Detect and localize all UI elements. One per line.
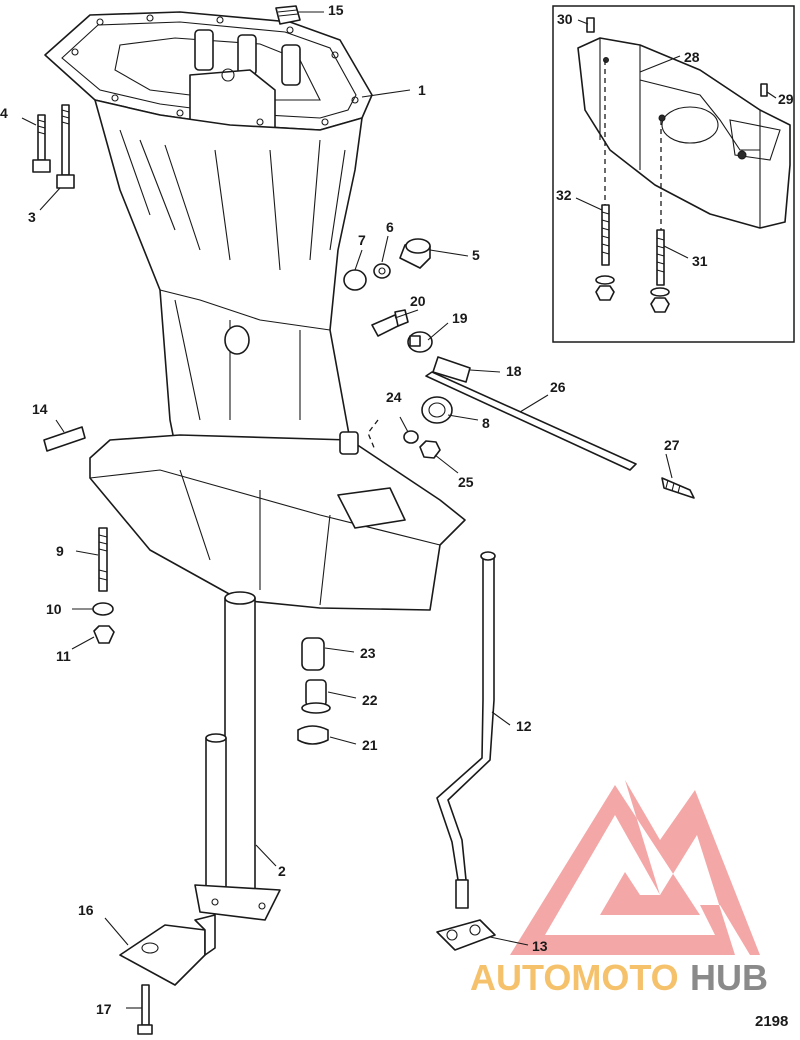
plug-15 — [275, 5, 301, 25]
callout-3: 3 — [28, 209, 36, 225]
leader-lines — [21, 11, 777, 1009]
watermark-logo-triangle — [510, 780, 760, 955]
nut-11 — [93, 625, 115, 644]
bushing-22 — [301, 679, 331, 714]
driveshaft-housing-1 — [44, 11, 466, 611]
callout-23: 23 — [360, 645, 376, 661]
callout-32: 32 — [556, 187, 572, 203]
bracket-28 — [577, 37, 791, 229]
callout-17: 17 — [96, 1001, 112, 1017]
washer-24 — [403, 430, 419, 444]
stud-9 — [98, 527, 108, 592]
water-tube-12 — [436, 551, 496, 909]
clamp-19 — [407, 331, 433, 353]
seal-8 — [421, 396, 453, 424]
washer-6 — [373, 263, 391, 279]
callout-27: 27 — [664, 437, 680, 453]
callout-16: 16 — [78, 902, 94, 918]
screw-27 — [661, 477, 695, 499]
callout-5: 5 — [472, 247, 480, 263]
callout-12: 12 — [516, 718, 532, 734]
fitting-20 — [371, 309, 409, 337]
callout-1: 1 — [418, 82, 426, 98]
nut-25 — [419, 440, 441, 459]
sleeve-18 — [432, 356, 471, 383]
callout-29: 29 — [778, 91, 794, 107]
pin-30 — [586, 17, 595, 33]
dash-24 — [367, 419, 379, 451]
stud-31 — [650, 229, 670, 313]
watermark-brand-part1: AUTOMOTO — [470, 957, 679, 998]
callout-25: 25 — [458, 474, 474, 490]
callout-28: 28 — [684, 49, 700, 65]
drain-plug-5 — [399, 238, 431, 269]
washer-10 — [92, 602, 114, 616]
shift-rod-26 — [425, 371, 637, 471]
callout-7: 7 — [358, 232, 366, 248]
sleeve-23 — [301, 637, 325, 671]
callout-20: 20 — [410, 293, 426, 309]
watermark-brand-part2: HUB — [690, 957, 768, 998]
callout-26: 26 — [550, 379, 566, 395]
callout-9: 9 — [56, 543, 64, 559]
callout-30: 30 — [557, 11, 573, 27]
bolt-4 — [32, 114, 51, 173]
callout-22: 22 — [362, 692, 378, 708]
callout-21: 21 — [362, 737, 378, 753]
callout-6: 6 — [386, 219, 394, 235]
callout-2: 2 — [278, 863, 286, 879]
callout-4: 4 — [0, 105, 8, 121]
callout-10: 10 — [46, 601, 62, 617]
bracket-16 — [119, 914, 216, 986]
inset-frame — [552, 5, 795, 343]
stud-32 — [595, 204, 615, 301]
bolt-3 — [56, 104, 75, 189]
callout-labels: 1 2 3 4 5 6 7 8 9 10 11 12 13 14 15 16 1… — [0, 2, 794, 1017]
washer-7 — [343, 269, 367, 291]
callout-24: 24 — [386, 389, 402, 405]
callout-15: 15 — [328, 2, 344, 18]
decal-14 — [43, 426, 86, 452]
callout-11: 11 — [56, 648, 71, 664]
grommet-21 — [297, 725, 329, 745]
watermark: AUTOMOTO HUB — [470, 780, 768, 998]
callout-8: 8 — [482, 415, 490, 431]
callout-13: 13 — [532, 938, 548, 954]
water-tube-2 — [194, 591, 281, 921]
callout-18: 18 — [506, 363, 522, 379]
bolt-17 — [137, 984, 153, 1035]
callout-14: 14 — [32, 401, 48, 417]
figure-number: 2198 — [755, 1013, 788, 1030]
pin-29 — [760, 83, 768, 97]
grommet-13 — [436, 919, 496, 951]
callout-19: 19 — [452, 310, 468, 326]
callout-31: 31 — [692, 253, 708, 269]
